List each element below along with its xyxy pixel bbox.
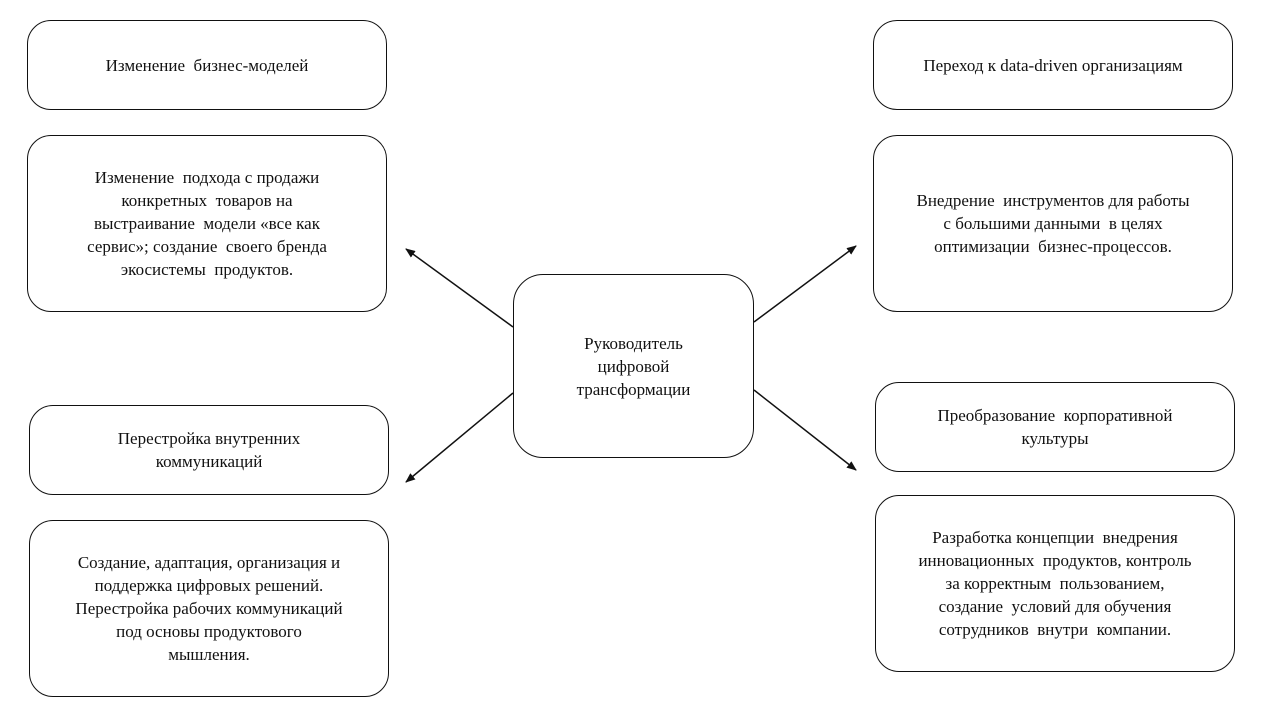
arrow-to-top-left [405,248,514,328]
box-line: конкретных товаров на [121,191,293,210]
cdo-center-box: Руководитель цифровой трансформации [513,274,754,458]
corporate-culture-description-box: Разработка концепции внедрения инновацио… [875,495,1235,672]
box-line: создание условий для обучения [938,597,1172,616]
box-line: экосистемы продуктов. [120,260,294,279]
box-line: Разработка концепции внедрения [932,528,1178,547]
box-line: с большими данными в целях [943,214,1163,233]
business-models-title-box: Изменение бизнес-моделей [27,20,387,110]
box-line: Создание, адаптация, организация и [77,553,341,572]
arrow-to-bottom-left [405,392,514,483]
box-line: Руководитель [584,333,683,353]
business-models-description-box: Изменение подхода с продажи конкретных т… [27,135,387,312]
box-line: оптимизации бизнес-процессов. [934,237,1172,256]
box-line: сервис»; создание своего бренда [87,237,327,256]
corporate-culture-title-box: Преобразование корпоративной культуры [875,382,1235,472]
box-line: коммуникаций [155,452,263,471]
box-line: под основы продуктового [116,622,302,641]
box-line: Перестройка рабочих коммуникаций [75,599,343,618]
data-driven-description-box: Внедрение инструментов для работы с боль… [873,135,1233,312]
data-driven-title-box: Переход к data-driven организациям [873,20,1233,110]
box-line: цифровой [597,356,670,376]
arrow-to-top-right [753,245,857,323]
box-line: Внедрение инструментов для работы [916,191,1190,210]
box-line: культуры [1021,429,1089,448]
box-line: трансформации [576,379,691,399]
internal-communications-title-box: Перестройка внутренних коммуникаций [29,405,389,495]
box-line: инновационных продуктов, контроль [918,551,1192,570]
box-line: Изменение бизнес-моделей [105,55,309,75]
box-line: Преобразование корпоративной [937,406,1173,425]
arrow-to-bottom-right [753,389,857,471]
box-line: за корректным пользованием, [945,574,1165,593]
box-line: Переход к data-driven организациям [923,55,1183,75]
box-line: Изменение подхода с продажи [94,168,320,187]
internal-communications-description-box: Создание, адаптация, организация и подде… [29,520,389,697]
box-line: поддержка цифровых решений. [94,576,324,595]
box-line: мышления. [168,645,250,664]
box-line: сотрудников внутри компании. [938,620,1172,639]
box-line: выстраивание модели «все как [94,214,320,233]
box-line: Перестройка внутренних [117,429,301,448]
